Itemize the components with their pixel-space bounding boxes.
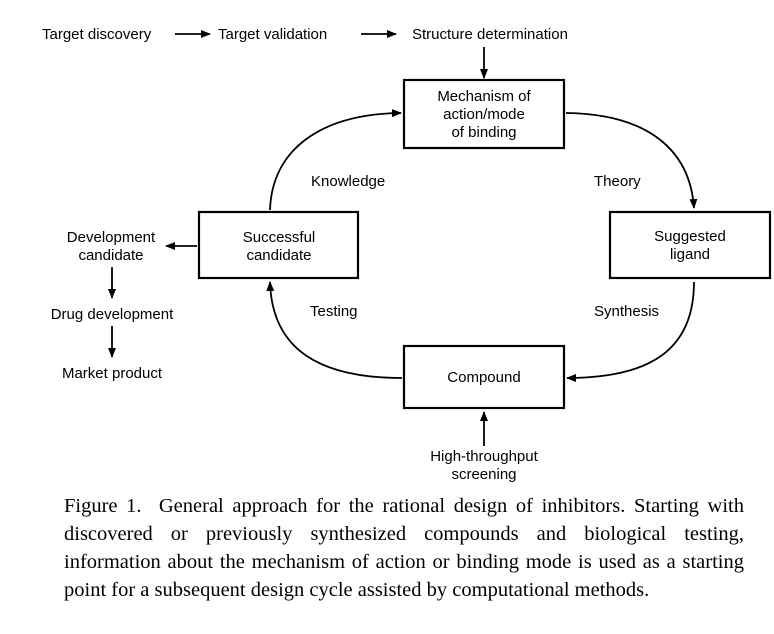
mechanism-label-line1: Mechanism of — [437, 88, 531, 105]
testing-arrow — [266, 281, 403, 379]
development-label-line1: Development — [67, 229, 156, 246]
pipeline-target-discovery: Target discovery — [42, 26, 152, 43]
candidate-label-line1: Successful — [243, 229, 316, 246]
theory-label: Theory — [594, 173, 641, 190]
figure-caption: Figure 1. General approach for the ratio… — [64, 492, 744, 604]
screening-label-line1: High-throughput — [430, 448, 538, 465]
knowledge-label: Knowledge — [311, 173, 385, 190]
mechanism-label-line3: of binding — [451, 124, 516, 141]
candidate-box — [197, 210, 360, 280]
pipeline-target-validation: Target validation — [218, 26, 327, 43]
synthesis-arrow — [566, 281, 695, 382]
caption-label: Figure 1. — [64, 495, 142, 517]
caption-text: General approach for the rational design… — [64, 495, 744, 601]
pipeline-structure-determination: Structure determination — [412, 26, 568, 43]
mechanism-box — [402, 78, 566, 150]
compound-label: Compound — [447, 369, 520, 386]
drug-development-label: Drug development — [51, 306, 174, 323]
market-product-label: Market product — [62, 365, 163, 382]
testing-label: Testing — [310, 303, 358, 320]
ligand-box — [608, 210, 772, 280]
ligand-label-line1: Suggested — [654, 228, 726, 245]
knowledge-arrow — [269, 109, 402, 211]
mechanism-label-line2: action/mode — [443, 106, 525, 123]
synthesis-label: Synthesis — [594, 303, 659, 320]
screening-label-line2: screening — [451, 466, 516, 483]
development-label-line2: candidate — [78, 247, 143, 264]
compound-box — [402, 344, 566, 410]
theory-arrow — [565, 112, 698, 209]
ligand-label-line2: ligand — [670, 246, 710, 263]
flow-diagram: Target discovery Target validation Struc… — [42, 26, 772, 483]
candidate-label-line2: candidate — [246, 247, 311, 264]
